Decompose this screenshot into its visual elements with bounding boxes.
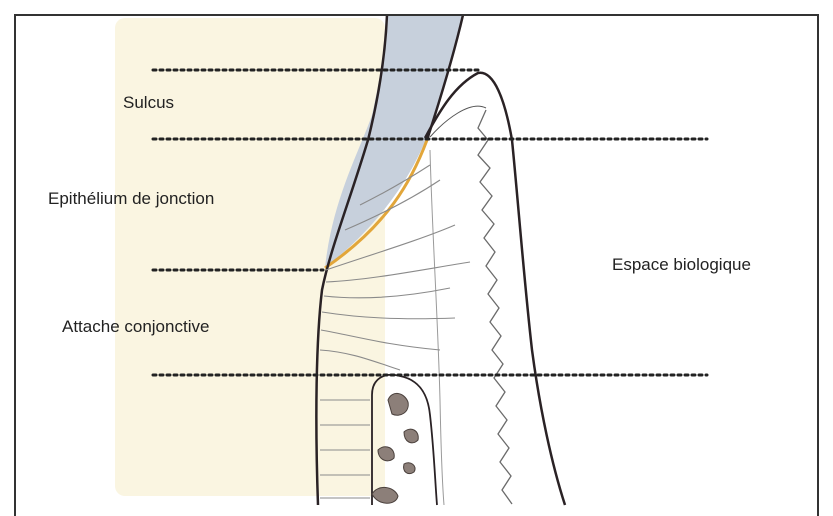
- epithelial-ridges: [478, 110, 512, 504]
- label-junctional-epithelium: Epithélium de jonction: [48, 190, 214, 207]
- label-biological-space: Espace biologique: [612, 256, 751, 273]
- sulcus-lining: [430, 106, 486, 137]
- label-sulcus: Sulcus: [123, 94, 174, 111]
- label-connective-attachment: Attache conjonctive: [62, 318, 209, 335]
- connective-boundary: [430, 150, 444, 505]
- tooth-root-area: [115, 18, 385, 496]
